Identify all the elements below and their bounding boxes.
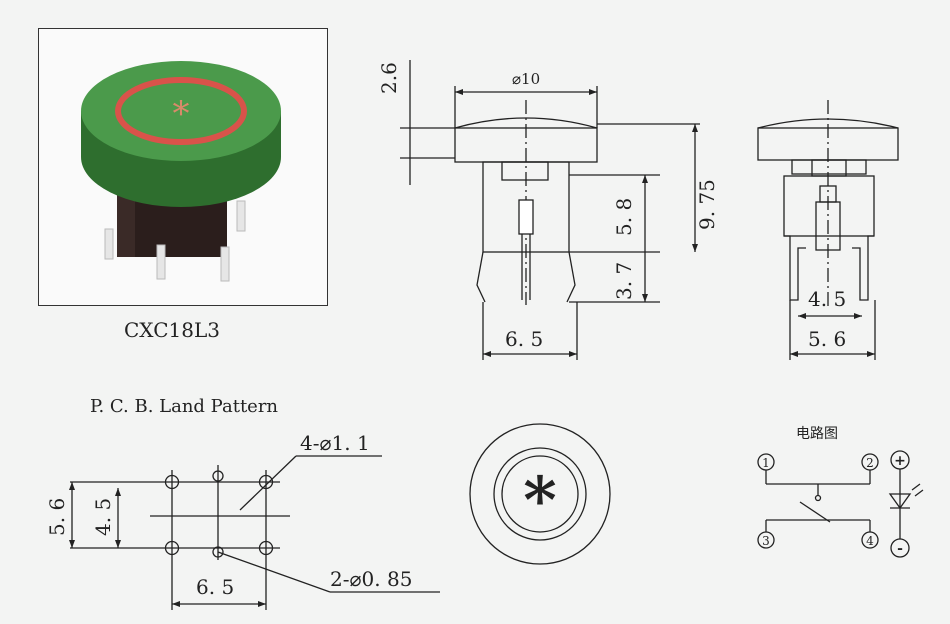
product-photo: * [81, 61, 281, 282]
cap-symbol: * [173, 94, 190, 134]
pin [220, 246, 230, 282]
led-minus: - [897, 541, 903, 557]
dim-body-height: 5. 8 [612, 198, 636, 236]
pcb-hole-small [212, 546, 224, 558]
top-view [469, 423, 611, 565]
pcb-hole-small [212, 470, 224, 482]
pcb-height-outer: 5. 6 [45, 498, 69, 536]
side-view [757, 100, 899, 310]
dim-cap-diameter: ⌀10 [512, 70, 540, 88]
pcb-width: 6. 5 [196, 575, 234, 599]
front-view [454, 100, 598, 305]
pin [156, 244, 166, 280]
circuit-pin-2: 2 [866, 456, 874, 470]
circuit-pin-3: 3 [762, 534, 770, 548]
dim-cap-height: 2.6 [377, 62, 401, 94]
pcb-hole-large [164, 474, 180, 490]
pcb-title: P. C. B. Land Pattern [90, 396, 278, 417]
dim-side-outer: 5. 6 [808, 327, 846, 351]
pcb-hole-large [164, 540, 180, 556]
led-ring [115, 77, 247, 145]
top-view-symbol: * [523, 463, 556, 538]
cap-top [81, 61, 281, 161]
led-plus: + [894, 453, 906, 469]
pcb-hole-large [258, 540, 274, 556]
pin [236, 200, 246, 232]
pin [104, 228, 114, 260]
pcb-pattern [70, 465, 290, 610]
circuit-diagram [757, 450, 924, 558]
dim-total-height: 9. 75 [695, 179, 719, 230]
pcb-hole-small-callout: 2-⌀0. 85 [330, 567, 412, 591]
circuit-pin-1: 1 [762, 456, 770, 470]
dim-front-width: 6. 5 [505, 327, 543, 351]
model-label: CXC18L3 [124, 318, 220, 342]
product-photo-frame: * [38, 28, 328, 306]
pcb-hole-large-callout: 4-⌀1. 1 [300, 431, 370, 455]
dim-side-inner: 4. 5 [808, 287, 846, 311]
pcb-hole-large [258, 474, 274, 490]
circuit-pin-4: 4 [866, 534, 874, 548]
dim-pin-length: 3. 7 [612, 262, 636, 300]
pcb-height-inner: 4. 5 [91, 498, 115, 536]
circuit-title: 电路图 [796, 426, 838, 442]
